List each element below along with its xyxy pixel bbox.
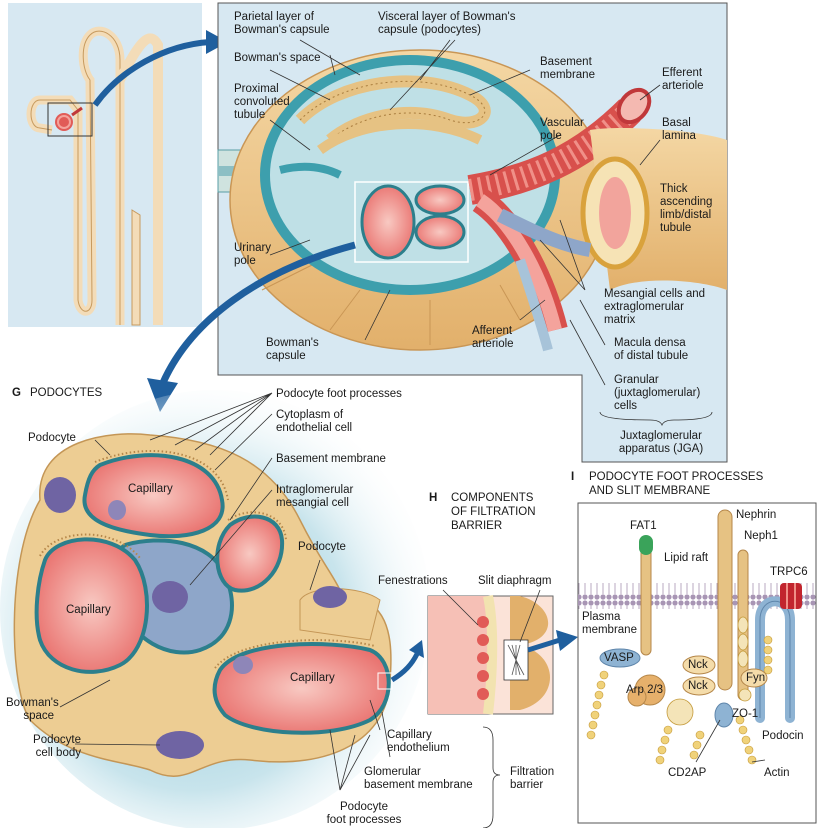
label-capillary-endothelium: Capillary endothelium [387, 729, 450, 754]
label-foot-processes-top: Podocyte foot processes [276, 388, 402, 400]
label-vascular-pole: Vascular pole [540, 117, 584, 142]
label-thick-limb: Thick ascending limb/distal tubule [660, 183, 713, 234]
panel-g-title: G PODOCYTES [12, 386, 102, 400]
label-nck-2: Nck [688, 680, 708, 692]
label-fyn: Fyn [746, 672, 766, 684]
zoom-arrow-h-head [409, 640, 424, 658]
label-nephrin: Nephrin [736, 509, 777, 521]
zoom-arrow-mid-head [147, 378, 178, 412]
label-arp23: Arp 2/3 [626, 684, 664, 696]
panel-h-letter: H [429, 492, 438, 504]
label-foot-processes-bottom: Podocyte foot processes [326, 801, 402, 826]
label-efferent-arteriole: Efferent arteriole [662, 67, 704, 92]
label-afferent-arteriole: Afferent arteriole [472, 325, 514, 350]
zoom-arrow-top-head [206, 30, 228, 54]
label-zo1: ZO-1 [732, 708, 759, 720]
label-podocin: Podocin [762, 730, 804, 742]
label-lipid-raft: Lipid raft [664, 552, 709, 564]
panel-i-heading: PODOCYTE FOOT PROCESSES AND SLIT MEMBRAN… [589, 471, 764, 497]
label-urinary-pole: Urinary pole [234, 242, 272, 267]
label-basement-top: Basement membrane [540, 56, 595, 81]
label-bowmans-space-top: Bowman's space [234, 52, 321, 64]
panel-g-letter: G [12, 387, 21, 399]
label-filtration-barrier: Filtration barrier [510, 766, 555, 791]
zoom-arrow-h [390, 652, 420, 683]
label-bowmans-space-g: Bowman's space [6, 697, 59, 722]
label-visceral-layer: Visceral layer of Bowman's capsule (podo… [378, 11, 516, 36]
panel-i-letter: I [571, 471, 575, 483]
foot-process-panel [577, 502, 817, 824]
label-parietal-layer: Parietal layer of Bowman's capsule [234, 11, 330, 36]
label-vasp: VASP [604, 652, 634, 664]
label-cytoplasm: Cytoplasm of endothelial cell [276, 409, 353, 434]
label-actin: Actin [764, 767, 790, 779]
label-fat1: FAT1 [630, 520, 657, 532]
label-capillary-1: Capillary [128, 483, 173, 495]
zoom-arrow-i [527, 637, 561, 653]
label-podocyte-right: Podocyte [298, 541, 346, 553]
label-slit-diaphragm: Slit diaphragm [478, 575, 552, 587]
label-jga: Juxtaglomerular apparatus (JGA) [618, 430, 704, 455]
label-podocyte-left: Podocyte [28, 432, 76, 444]
label-mesangial-cells: Mesangial cells and extraglomerular matr… [604, 288, 706, 326]
panel-g-heading: PODOCYTES [29, 387, 103, 399]
label-neph1: Neph1 [744, 530, 778, 542]
podocytes-panel [0, 390, 501, 828]
label-plasma-membrane: Plasma membrane [582, 611, 637, 636]
zoom-arrow-i-head [556, 630, 578, 651]
filtration-barrier-panel [427, 589, 554, 715]
label-capillary-2: Capillary [66, 604, 111, 616]
label-bowmans-capsule: Bowman's capsule [266, 337, 319, 362]
nephron-overview [8, 3, 202, 327]
label-nck-1: Nck [688, 659, 708, 671]
label-basement-g: Basement membrane [276, 453, 386, 465]
panel-h-heading: COMPONENTS OF FILTRATION BARRIER [451, 492, 536, 532]
zoom-arrow-mid [158, 241, 356, 387]
label-proximal-tubule: Proximal convoluted tubule [234, 83, 290, 121]
label-macula-densa: Macula densa of distal tubule [614, 337, 689, 362]
glomerulus-panel [217, 2, 728, 463]
label-granular-cells: Granular (juxtaglomerular) cells [614, 374, 701, 412]
label-capillary-3: Capillary [290, 672, 335, 684]
label-trpc6: TRPC6 [770, 566, 808, 578]
label-fenestrations: Fenestrations [378, 575, 448, 587]
zoom-arrow-top [92, 39, 211, 107]
label-cd2ap: CD2AP [668, 767, 707, 779]
label-intraglomerular: Intraglomerular mesangial cell [276, 484, 354, 509]
label-podocyte-cell-body: Podocyte cell body [33, 734, 81, 759]
label-basal-lamina: Basal lamina [662, 117, 696, 142]
label-gbm: Glomerular basement membrane [364, 766, 473, 791]
